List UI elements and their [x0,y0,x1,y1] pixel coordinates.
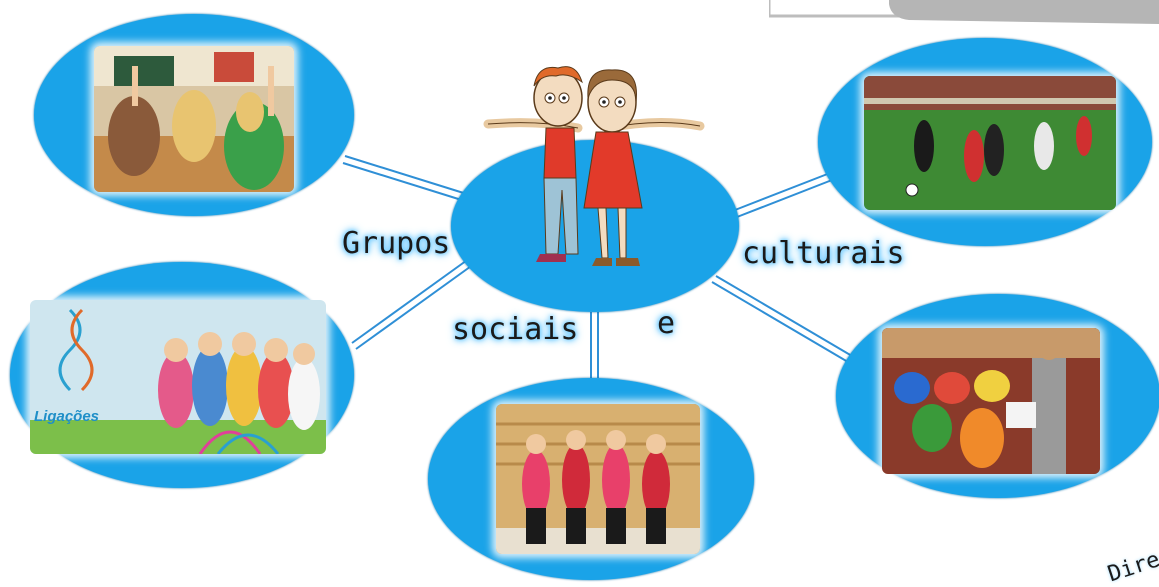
children-illustration [483,66,705,266]
label-sociais: sociais [452,312,579,347]
label-grupos: Grupos [342,226,451,261]
ligacoes-photo: Ligações [30,300,326,454]
corner-decoration [769,0,1159,24]
classroom-photo [94,46,294,192]
connector-lines [342,155,853,378]
label-culturais: culturais [742,236,905,271]
connector-orchestra [711,281,849,363]
connector-classroom [344,155,471,196]
diagram-canvas: Ligações [10,0,1159,587]
label-e: e [657,306,676,341]
dance-photo [496,404,700,554]
orchestra-photo [882,328,1100,474]
connector-football [734,172,831,211]
football-photo [864,76,1116,210]
connector-ligacoes [351,257,471,344]
ligacoes-logo-text: Ligações [34,408,100,425]
